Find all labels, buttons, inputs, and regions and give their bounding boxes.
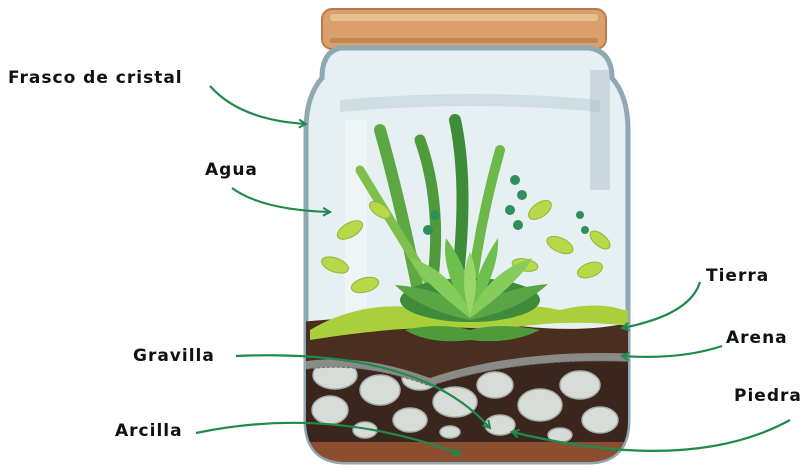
arrow-soil	[622, 282, 700, 328]
arrow-sand	[622, 346, 722, 357]
clay-layer	[300, 440, 640, 470]
label-agua: Agua	[205, 160, 258, 180]
label-gravilla: Gravilla	[133, 346, 215, 366]
label-arcilla: Arcilla	[115, 421, 183, 441]
label-frasco-de-cristal: Frasco de cristal	[8, 68, 183, 88]
arrow-jar	[210, 86, 306, 124]
jar-lid	[322, 9, 606, 49]
label-piedra: Piedra	[734, 386, 802, 406]
label-tierra: Tierra	[706, 266, 769, 286]
label-arena: Arena	[726, 328, 788, 348]
